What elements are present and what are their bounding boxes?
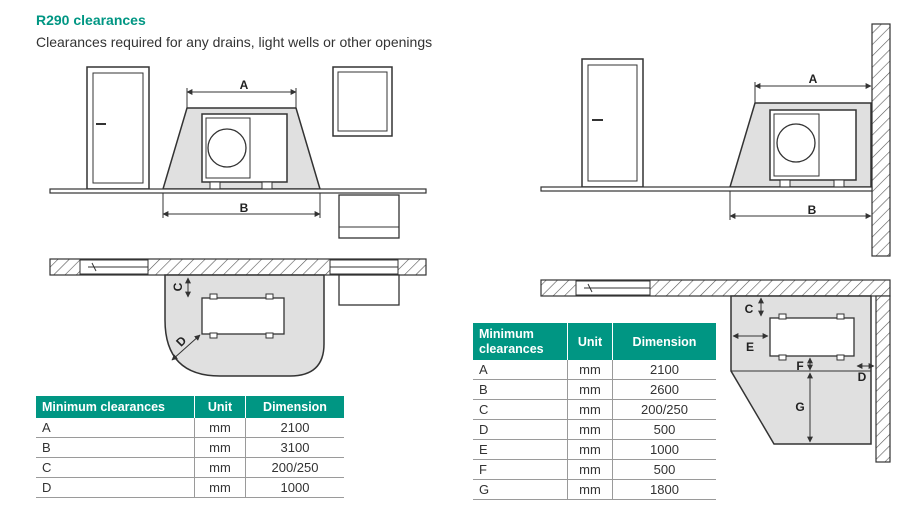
table-row: B mm 3100 [36, 437, 344, 458]
page-subtitle: Clearances required for any drains, ligh… [36, 34, 433, 50]
table-row: B mm 2600 [473, 379, 716, 400]
dim-label-a: A [240, 78, 249, 92]
col-header-unit: Unit [194, 396, 246, 418]
row-label: F [473, 459, 568, 480]
row-value: 500 [612, 419, 716, 440]
table-row: A mm 2100 [473, 360, 716, 380]
row-label: C [36, 457, 195, 478]
dim-label-b: B [808, 203, 817, 217]
row-value: 2100 [245, 418, 344, 438]
row-value: 500 [612, 459, 716, 480]
row-value: 200/250 [245, 457, 344, 478]
right-elevation-view [540, 23, 891, 257]
col-header-label: Minimum clearances [473, 323, 568, 360]
row-label: D [473, 419, 568, 440]
right-plan-view [540, 279, 891, 463]
table-row: F mm 500 [473, 459, 716, 480]
table-row: D mm 1000 [36, 477, 344, 498]
dim-label-e: E [746, 340, 754, 354]
dim-label-f: F [796, 359, 803, 373]
row-label: C [473, 399, 568, 420]
row-label: A [36, 418, 195, 438]
row-unit: mm [567, 459, 613, 480]
table-row: A mm 2100 [36, 418, 344, 438]
row-label: E [473, 439, 568, 460]
row-unit: mm [194, 418, 246, 438]
dim-label-c: C [745, 302, 754, 316]
dim-label-c: C [171, 282, 185, 291]
table-row: C mm 200/250 [473, 399, 716, 420]
col-header-unit: Unit [567, 323, 613, 360]
row-unit: mm [567, 379, 613, 400]
row-label: G [473, 479, 568, 500]
row-value: 1000 [612, 439, 716, 460]
col-header-dimension: Dimension [245, 396, 344, 418]
col-header-label-line2: clearances [479, 341, 544, 356]
col-header-label-line1: Minimum [479, 326, 534, 341]
left-plan-view [49, 258, 427, 377]
dim-label-g: G [795, 400, 804, 414]
row-value: 1800 [612, 479, 716, 500]
row-unit: mm [194, 457, 246, 478]
row-unit: mm [567, 360, 613, 380]
table-row: D mm 500 [473, 419, 716, 440]
row-unit: mm [567, 439, 613, 460]
table-row: E mm 1000 [473, 439, 716, 460]
page-title: R290 clearances [36, 12, 146, 28]
row-value: 2600 [612, 379, 716, 400]
row-unit: mm [567, 399, 613, 420]
window-icon [332, 66, 393, 137]
door-icon [86, 66, 150, 190]
clearance-table-right: Minimum clearances Unit Dimension A mm 2… [473, 323, 716, 500]
col-header-dimension: Dimension [612, 323, 716, 360]
row-label: A [473, 360, 568, 380]
table-row: C mm 200/250 [36, 457, 344, 478]
row-unit: mm [194, 437, 246, 458]
row-value: 2100 [612, 360, 716, 380]
row-unit: mm [567, 479, 613, 500]
col-header-label: Minimum clearances [36, 396, 195, 418]
row-label: B [473, 379, 568, 400]
row-unit: mm [194, 477, 246, 498]
row-unit: mm [567, 419, 613, 440]
heat-pump-icon [769, 109, 857, 188]
row-label: B [36, 437, 195, 458]
row-value: 1000 [245, 477, 344, 498]
row-value: 200/250 [612, 399, 716, 420]
dim-label-a: A [809, 72, 818, 86]
clearance-table-left: Minimum clearances Unit Dimension A mm 2… [36, 396, 344, 498]
light-well-box [338, 194, 400, 239]
row-value: 3100 [245, 437, 344, 458]
row-label: D [36, 477, 195, 498]
door-icon [581, 58, 644, 188]
dim-label-b: B [240, 201, 249, 215]
left-elevation-view [49, 66, 427, 239]
dim-label-d: D [858, 370, 867, 384]
table-row: G mm 1800 [473, 479, 716, 500]
heat-pump-icon [201, 113, 288, 190]
